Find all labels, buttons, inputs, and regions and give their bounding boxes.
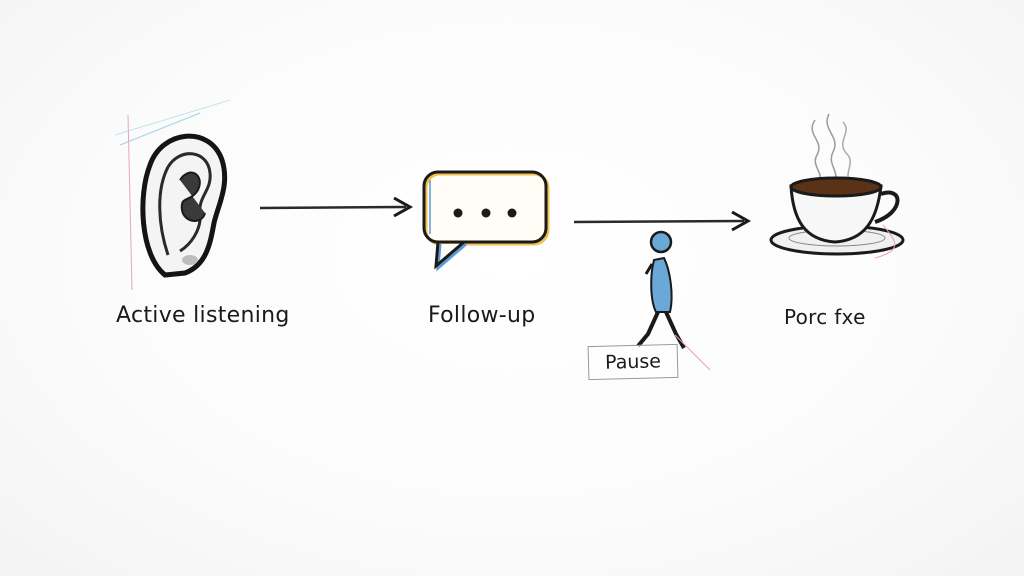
coffee-cup-icon xyxy=(769,113,905,259)
step-label-coffee: Porc fxe xyxy=(784,305,866,329)
arrow-right-icon xyxy=(259,196,414,218)
walking-person-icon xyxy=(636,230,711,371)
arrow-right-icon xyxy=(573,210,752,232)
ear-icon xyxy=(114,99,231,291)
pause-annotation: Pause xyxy=(587,343,679,381)
step-label-active-listening: Active listening xyxy=(116,303,290,328)
speech-bubble-icon xyxy=(422,170,550,272)
pause-label: Pause xyxy=(604,350,662,374)
step-label-follow-up: Follow-up xyxy=(428,303,536,328)
